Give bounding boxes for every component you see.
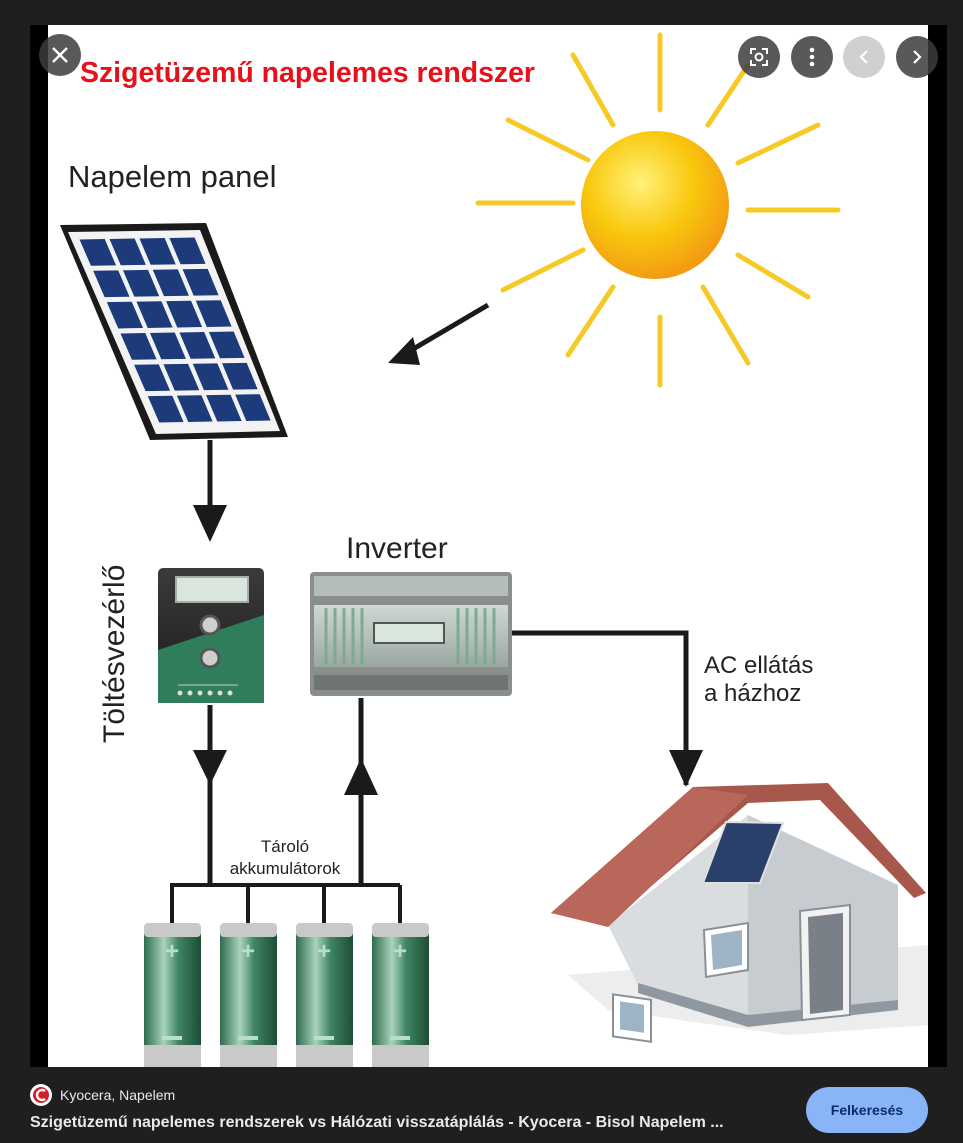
chevron-left-icon: [859, 50, 868, 64]
ac-supply-label-line2: a házhoz: [704, 680, 801, 707]
solar-cell: [206, 394, 242, 422]
solar-cell: [195, 300, 232, 327]
battery-icon: +: [372, 923, 429, 1067]
controller-label: Töltésvezérlő: [98, 565, 131, 743]
kyocera-logo-icon: [30, 1084, 52, 1106]
inverter-label: Inverter: [346, 532, 448, 565]
solar-cell: [182, 268, 219, 296]
battery-icon: +: [144, 923, 201, 1067]
solar-cell: [235, 394, 271, 421]
close-icon: [52, 47, 68, 63]
solar-cell: [93, 270, 130, 298]
more-options-button[interactable]: [791, 36, 833, 78]
ac-supply-label-line1: AC ellátás: [704, 652, 813, 679]
arrow-batteries-to-inverter: [344, 698, 378, 883]
more-vert-icon: [809, 47, 815, 67]
solar-cell: [169, 237, 206, 265]
sunlight-arrow: [388, 302, 490, 365]
sun-icon: [475, 32, 841, 388]
solar-system-diagram[interactable]: Szigetüzemű napelemes rendszer Napelem p…: [48, 25, 928, 1067]
svg-text:+: +: [393, 938, 407, 965]
solar-cell: [109, 238, 146, 266]
battery-bus-wires: [170, 883, 402, 925]
house-icon: [551, 783, 928, 1043]
solar-cell: [134, 364, 171, 392]
arrow-controller-to-batteries: [193, 705, 227, 883]
solar-cell: [136, 301, 173, 328]
battery-icon: +: [296, 923, 353, 1067]
lens-search-button[interactable]: [738, 36, 780, 78]
solar-cell: [179, 332, 216, 359]
source-row[interactable]: Kyocera, Napelem: [30, 1083, 175, 1107]
solar-cell: [122, 269, 160, 297]
solar-cell: [149, 332, 186, 360]
solar-cell: [79, 239, 117, 266]
source-name[interactable]: Kyocera, Napelem: [60, 1087, 176, 1103]
solar-cell: [139, 238, 176, 265]
solar-cell: [176, 395, 213, 422]
diagram-title: Szigetüzemű napelemes rendszer: [80, 57, 535, 89]
inverter-icon: [310, 572, 512, 696]
arrow-inverter-to-house: [512, 630, 703, 787]
lens-icon: [750, 48, 768, 66]
charge-controller-icon: [158, 568, 264, 703]
close-button[interactable]: [39, 34, 81, 76]
battery-icon: +: [220, 923, 277, 1067]
solar-cell: [120, 333, 157, 360]
solar-cell: [163, 363, 200, 391]
solar-cell: [147, 395, 184, 423]
solar-cell: [152, 269, 189, 297]
visit-button[interactable]: Felkeresés: [806, 1087, 928, 1133]
panel-label: Napelem panel: [68, 159, 277, 194]
solar-cell: [192, 363, 229, 391]
battery-label-line1: Tároló: [261, 837, 309, 856]
chevron-right-icon: [913, 50, 922, 64]
solar-panel-icon: [60, 223, 288, 440]
battery-label-line2: akkumulátorok: [230, 859, 341, 878]
solar-cell: [166, 300, 203, 328]
previous-button[interactable]: [843, 36, 885, 78]
solar-cell: [208, 331, 245, 359]
image-caption-link[interactable]: Szigetüzemű napelemes rendszerek vs Háló…: [30, 1114, 724, 1131]
svg-text:+: +: [317, 938, 331, 965]
next-button[interactable]: [896, 36, 938, 78]
arrow-panel-to-controller: [193, 440, 227, 542]
solar-cell: [106, 301, 144, 329]
solar-cell: [222, 362, 258, 390]
svg-text:+: +: [241, 938, 255, 965]
svg-text:+: +: [165, 938, 179, 965]
